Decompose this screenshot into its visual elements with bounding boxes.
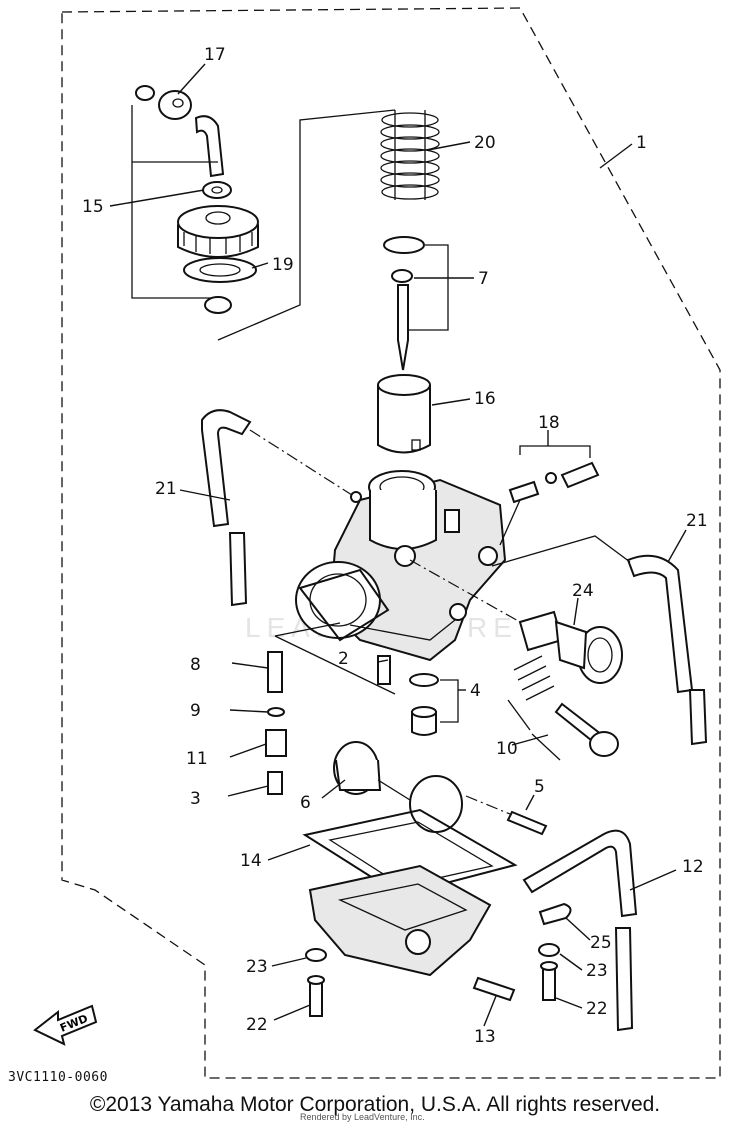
callout-21-right: 21 (686, 511, 708, 531)
part-21-right-pipe (626, 554, 708, 746)
part-22-screw-left (309, 979, 323, 1017)
part-19-gasket (183, 257, 257, 283)
callout-25: 25 (590, 933, 612, 953)
callout-7: 7 (478, 269, 489, 289)
part-8-needle-jet (267, 651, 283, 693)
callout-5: 5 (534, 777, 545, 797)
callout-12: 12 (682, 857, 704, 877)
callout-13: 13 (474, 1027, 496, 1047)
callout-2: 2 (338, 649, 349, 669)
carb-top-cap (177, 205, 259, 258)
callout-16: 16 (474, 389, 496, 409)
part-23-washer-right (538, 943, 560, 957)
copyright-notice: ©2013 Yamaha Motor Corporation, U.S.A. A… (89, 1093, 661, 1116)
callout-8: 8 (190, 655, 201, 675)
part-4-main-jet (411, 706, 437, 736)
callout-1: 1 (636, 133, 647, 153)
part-22-screw-right (542, 965, 556, 1001)
part-18-pilot-screw (508, 461, 600, 504)
callout-15: 15 (82, 197, 104, 217)
spring-seat (383, 236, 425, 254)
callout-9: 9 (190, 701, 201, 721)
part-11-pilot-jet (265, 729, 287, 757)
callout-22-left: 22 (246, 1015, 268, 1035)
callout-3: 3 (190, 789, 201, 809)
fwd-arrow-icon (33, 1004, 98, 1046)
rendered-by-notice: Rendered by LeadVenture, Inc. (300, 1112, 425, 1122)
callout-23-left: 23 (246, 957, 268, 977)
part-9-o-ring (267, 707, 285, 717)
part-7-clip (391, 269, 414, 283)
part-13-drain-screw (472, 976, 516, 1002)
jet-needle (397, 284, 409, 371)
callout-24: 24 (572, 581, 594, 601)
part-17-cap-and-pipe (135, 85, 225, 178)
part-12-drain-pipe (522, 829, 638, 1032)
callout-22-right: 22 (586, 999, 608, 1019)
part-24-starter-plunger (518, 610, 623, 684)
circlip (204, 296, 233, 314)
callout-11: 11 (186, 749, 208, 769)
part-23-washer-left (305, 948, 327, 962)
part-15-washer (202, 181, 232, 199)
carburetor-body (295, 470, 507, 662)
callout-21-left: 21 (155, 479, 177, 499)
part-6-float (333, 741, 463, 833)
part-5-float-pin (506, 810, 548, 836)
callout-14: 14 (240, 851, 262, 871)
callout-20: 20 (474, 133, 496, 153)
part-25-clamp (538, 902, 572, 926)
assembly-boundary (61, 7, 721, 1079)
float-chamber (308, 864, 492, 977)
part-3-jet (267, 771, 283, 795)
part-10-throttle-stop-screw (513, 655, 619, 757)
callout-17: 17 (204, 45, 226, 65)
part-14-gasket (302, 808, 518, 897)
callout-23-right: 23 (586, 961, 608, 981)
callout-6: 6 (300, 793, 311, 813)
part-4-washer (409, 673, 439, 687)
part-21-left-pipe (201, 409, 252, 607)
part-16-throttle-valve (377, 374, 431, 454)
diagram-code: 3VC1110-0060 (8, 1070, 108, 1085)
part-2-screw (377, 655, 391, 685)
callout-4: 4 (470, 681, 481, 701)
callout-19: 19 (272, 255, 294, 275)
callout-10: 10 (496, 739, 518, 759)
part-20-throttle-spring (380, 110, 440, 200)
callout-18: 18 (538, 413, 560, 433)
